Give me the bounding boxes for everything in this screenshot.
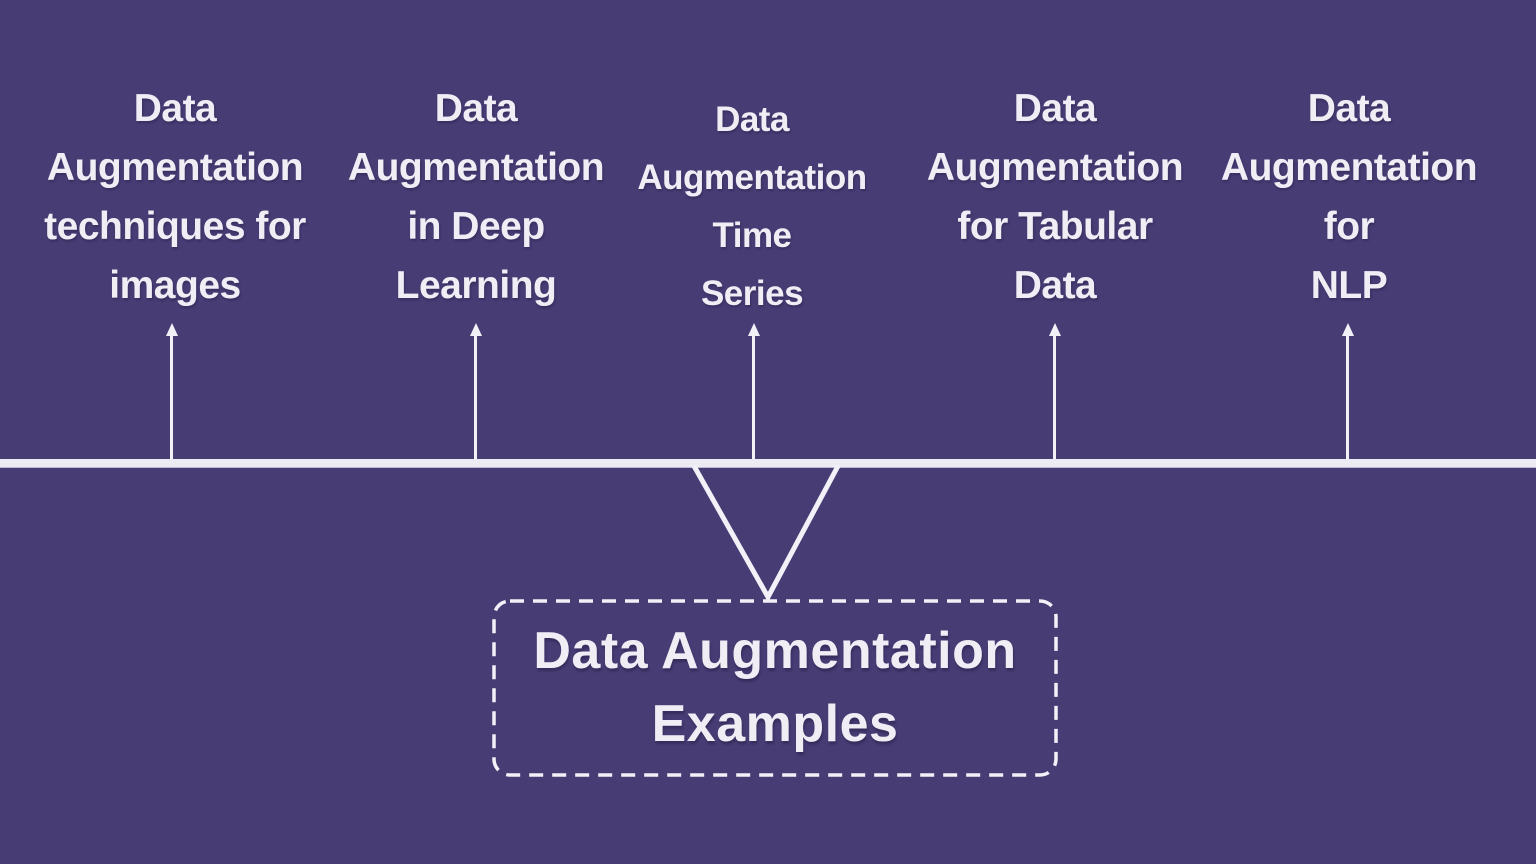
branch-label-line: Data bbox=[715, 100, 789, 139]
branch-label-line: Augmentation bbox=[1220, 146, 1478, 189]
branch-label-line: Data bbox=[133, 87, 217, 130]
timeline-line bbox=[0, 459, 1536, 468]
branch-label-line: Data bbox=[434, 87, 518, 130]
branch-label-tabular-data: Data Augmentation for Tabular Data bbox=[895, 79, 1215, 315]
center-box-title: Data Augmentation Examples bbox=[492, 599, 1058, 777]
branch-label-line: Time bbox=[712, 216, 792, 255]
branch-label-line: techniques for bbox=[44, 205, 306, 248]
branch-label-line: in Deep bbox=[407, 205, 545, 248]
branch-label-line: Augmentation bbox=[347, 146, 605, 189]
arrow-head-icon bbox=[166, 323, 178, 336]
branch-label-line: for bbox=[1323, 205, 1375, 248]
center-box-title-line: Data Augmentation bbox=[533, 622, 1017, 680]
arrow-head-icon bbox=[1049, 323, 1061, 336]
center-box-title-line: Examples bbox=[651, 695, 899, 753]
branch-label-line: Augmentation bbox=[637, 158, 867, 197]
arrow-shaft bbox=[1346, 336, 1349, 463]
arrow-head-icon bbox=[1342, 323, 1354, 336]
branch-label-time-series: Data Augmentation Time Series bbox=[592, 91, 912, 323]
branch-label-line: Data bbox=[1307, 87, 1391, 130]
arrow-head-icon bbox=[470, 323, 482, 336]
branch-label-line: Data bbox=[1013, 264, 1097, 307]
branch-label-line: Learning bbox=[395, 264, 557, 307]
branch-label-line: Augmentation bbox=[46, 146, 304, 189]
branch-label-line: Data bbox=[1013, 87, 1097, 130]
arrow-shaft bbox=[474, 336, 477, 463]
branch-label-line: NLP bbox=[1310, 264, 1388, 307]
branch-label-nlp: Data Augmentation for NLP bbox=[1189, 79, 1509, 315]
arrow-shaft bbox=[752, 336, 755, 463]
branch-label-line: images bbox=[109, 264, 241, 307]
branch-label-line: Augmentation bbox=[926, 146, 1184, 189]
funnel-connector bbox=[691, 464, 841, 603]
dashed-border bbox=[492, 599, 1058, 777]
arrow-shaft bbox=[170, 336, 173, 463]
arrow-head-icon bbox=[748, 323, 760, 336]
branch-label-deep-learning: Data Augmentation in Deep Learning bbox=[316, 79, 636, 315]
arrow-shaft bbox=[1053, 336, 1056, 463]
branch-label-images: Data Augmentation techniques for images bbox=[15, 79, 335, 315]
branch-label-line: Series bbox=[700, 274, 804, 313]
branch-label-line: for Tabular bbox=[957, 205, 1153, 248]
center-box: Data Augmentation Examples bbox=[492, 599, 1058, 777]
